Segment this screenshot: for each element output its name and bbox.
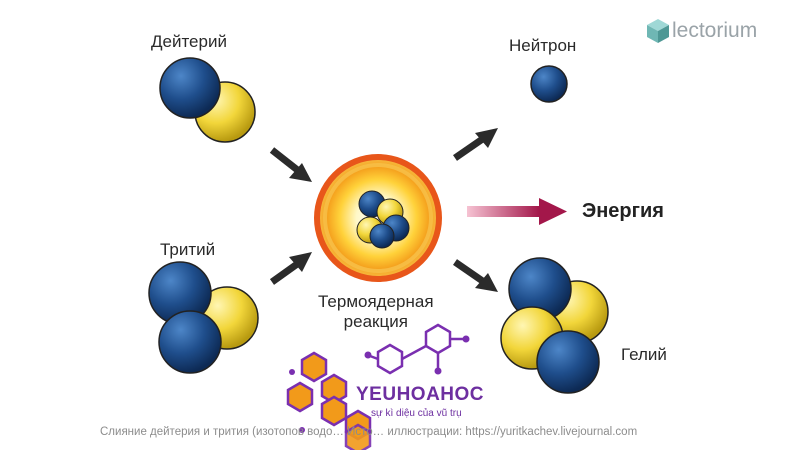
label-deuterium: Дейтерий (151, 32, 227, 51)
label-neutron: Нейтрон (509, 36, 577, 55)
molecule-hexagons-icon (286, 323, 470, 450)
neutron-particle (530, 65, 568, 103)
input-arrow-deuterium (269, 147, 312, 182)
fusion-cluster (356, 190, 410, 249)
lectorium-cube-icon (647, 19, 669, 43)
cluster-neutron (369, 223, 395, 249)
output-arrow-helium (453, 259, 498, 292)
label-energy: Энергия (582, 200, 664, 222)
output-arrow-neutron (453, 128, 498, 161)
label-tritium: Тритий (160, 240, 216, 259)
helium-neutron-bottom (536, 330, 600, 394)
logo-text: lectorium (672, 19, 758, 42)
input-arrow-tritium (269, 252, 312, 285)
label-reaction-line1: Термоядерная (318, 292, 434, 311)
watermark-subtitle: sự kì diệu của vũ trụ (371, 408, 462, 419)
label-helium: Гелий (621, 345, 667, 364)
label-reaction-line2: реакция (343, 311, 408, 331)
deuterium-neutron (159, 57, 221, 119)
image-caption: Слияние дейтерия и трития (изотопов водо… (100, 426, 638, 438)
yeuhoahoc-watermark: YEUHOAHOC sự kì diệu của vũ trụ (282, 312, 485, 450)
helium-nucleus (500, 257, 609, 394)
lectorium-logo: lectorium (646, 18, 757, 44)
tritium-neutron-bottom (158, 310, 222, 374)
label-reaction: Термоядерная реакция (318, 292, 434, 331)
watermark-title: YEUHOAHOC (356, 384, 485, 405)
deuterium-nucleus (159, 57, 256, 143)
energy-arrow (467, 198, 567, 225)
tritium-nucleus (148, 261, 259, 374)
